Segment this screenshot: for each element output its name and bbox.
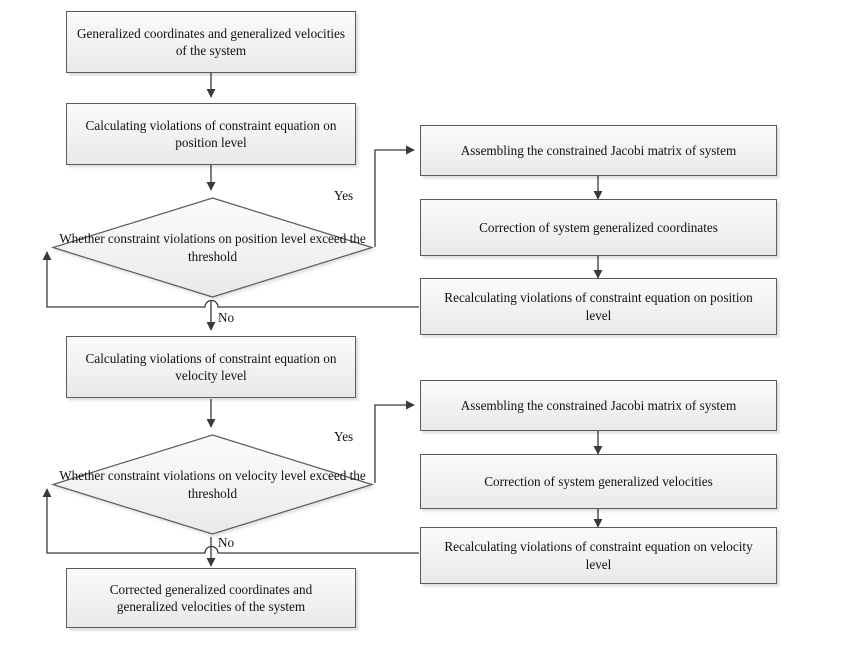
node-start-line2: of the system	[175, 43, 247, 58]
node-recalculate-position[interactable]: Recalculating violations of constraint e…	[420, 278, 777, 335]
edge-label-no-position: No	[218, 310, 235, 325]
node-calc-position-line1: Calculating violations of constraint equ…	[85, 117, 337, 133]
node-correction-position-line1: Correction of system generalized coordin…	[479, 219, 718, 235]
node-calc-velocity-line2: velocity level	[175, 368, 247, 383]
node-correction-velocity-line1: Correction of system generalized velocit…	[484, 473, 713, 489]
node-calc-position[interactable]: Calculating violations of constraint equ…	[66, 103, 356, 165]
node-jacobi-position-line1: Assembling the constrained Jacobi matrix…	[460, 142, 737, 158]
node-jacobi-velocity[interactable]: Assembling the constrained Jacobi matrix…	[420, 380, 777, 431]
edge-label-yes-velocity: Yes	[334, 429, 354, 444]
wire-yes-position	[374, 145, 415, 247]
node-calc-velocity-line1: Calculating violations of constraint equ…	[85, 350, 337, 366]
node-calc-velocity[interactable]: Calculating violations of constraint equ…	[66, 336, 356, 398]
node-recalculate-velocity-line2: level	[585, 556, 612, 572]
node-start-line1: Generalized coordinates and generalized …	[77, 25, 346, 41]
node-calc-position-line2: position level	[175, 135, 247, 150]
node-jacobi-velocity-line1: Assembling the constrained Jacobi matrix…	[460, 397, 737, 413]
node-recalculate-position-line1: Recalculating violations of constraint e…	[444, 290, 753, 306]
node-decision-velocity[interactable]: Whether constraint violations on velocit…	[50, 432, 375, 537]
node-recalculate-position-line2: level	[585, 307, 612, 323]
node-decision-position[interactable]: Whether constraint violations on positio…	[50, 195, 375, 300]
diamond-shape-position	[50, 197, 375, 298]
node-correction-position[interactable]: Correction of system generalized coordin…	[420, 199, 777, 256]
edge-label-yes-position: Yes	[334, 188, 354, 203]
node-end[interactable]: Corrected generalized coordinates and ge…	[66, 568, 356, 628]
diamond-shape-velocity	[50, 434, 375, 535]
wire-yes-velocity	[374, 400, 415, 483]
node-start[interactable]: Generalized coordinates and generalized …	[66, 11, 356, 73]
node-correction-velocity[interactable]: Correction of system generalized velocit…	[420, 454, 777, 509]
node-recalculate-velocity[interactable]: Recalculating violations of constraint e…	[420, 527, 777, 584]
node-jacobi-position[interactable]: Assembling the constrained Jacobi matrix…	[420, 125, 777, 176]
node-recalculate-velocity-line1: Recalculating violations of constraint e…	[444, 539, 753, 555]
node-end-line2: generalized velocities of the system	[116, 599, 306, 614]
node-end-line1: Corrected generalized coordinates and	[109, 581, 313, 597]
edge-label-no-velocity: No	[218, 535, 235, 550]
